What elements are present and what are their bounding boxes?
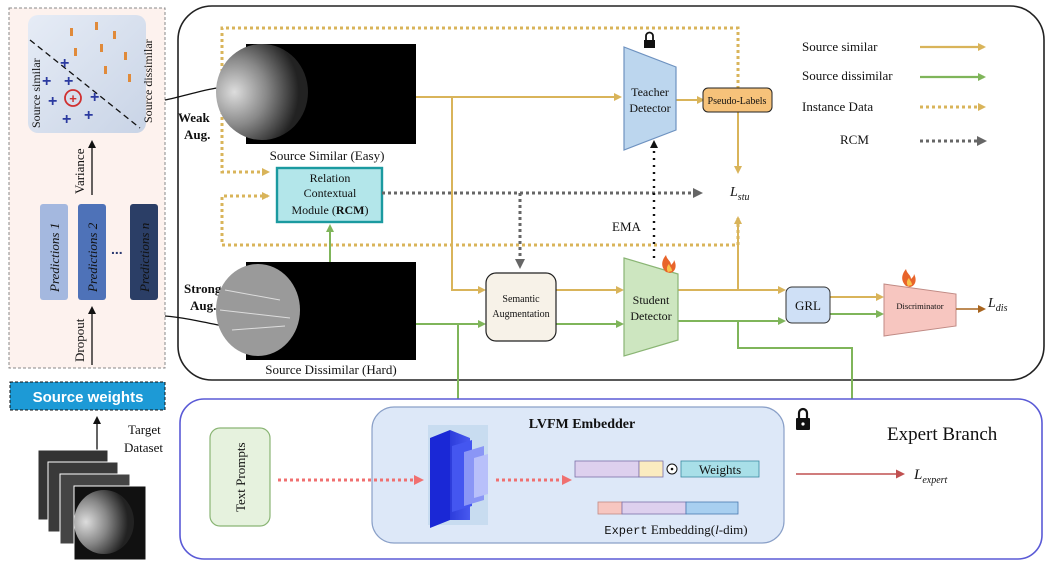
discriminator	[883, 283, 957, 337]
ema-label: EMA	[612, 219, 642, 234]
svg-text:+: +	[84, 107, 93, 124]
expert-embedding-label: Expert Embedding(l-dim)	[604, 522, 747, 538]
prediction-bar-n	[130, 204, 158, 300]
dissimilar-points	[70, 22, 131, 82]
strong-aug-label-2: Aug.	[190, 298, 216, 313]
source-weights-label: Source weights	[33, 389, 144, 406]
student-flame-icon	[662, 255, 676, 273]
grl-box	[785, 286, 831, 324]
left-panel: + + + + + + + + Source similar Source di…	[8, 7, 166, 561]
weak-aug-label-2: Aug.	[184, 127, 210, 142]
student-label-2: Detector	[630, 309, 671, 323]
strong-aug-label-1: Strong	[184, 281, 222, 296]
rcm-line-2: Contextual	[304, 186, 357, 200]
source-dissimilar-caption: Source Dissimilar (Hard)	[265, 362, 396, 377]
rcm-line-3: Module (RCM)	[292, 203, 369, 217]
scatter-dissimilar-label: Source dissimilar	[141, 39, 155, 123]
lvfm-lock-icon	[796, 407, 810, 430]
svg-text:+: +	[64, 73, 73, 90]
highlighted-point	[64, 89, 82, 107]
student-label-1: Student	[633, 293, 670, 307]
embedding-segment-1	[574, 460, 640, 478]
pseudo-labels-box	[702, 87, 773, 113]
svg-text:+: +	[48, 93, 57, 110]
l-dis-loss: Ldis	[987, 296, 1008, 314]
teacher-lock-icon	[644, 31, 655, 48]
embedding-segment-2	[638, 460, 664, 478]
dropout-label: Dropout	[72, 318, 87, 362]
discriminator-flame-icon	[902, 269, 916, 287]
prediction-ellipsis: ...	[111, 241, 123, 257]
rcm-flow-lines	[382, 188, 703, 269]
rcm-box	[275, 166, 384, 224]
weights-box	[680, 460, 760, 478]
encoder-blocks	[428, 425, 488, 528]
teacher-label-2: Detector	[629, 101, 670, 115]
scatter-box	[28, 15, 146, 133]
legend: Source similar Source dissimilar Instanc…	[802, 39, 987, 147]
source-similar-flow	[416, 93, 884, 301]
legend-instance-data: Instance Data	[802, 99, 873, 114]
svg-text:+: +	[62, 111, 71, 128]
target-dataset-stack	[37, 449, 147, 561]
text-prompts-box	[209, 427, 271, 527]
target-dataset-label-2: Dataset	[124, 440, 163, 455]
lvfm-label: LVFM Embedder	[529, 417, 635, 432]
prediction-bar-1	[40, 204, 68, 300]
legend-source-similar: Source similar	[802, 39, 878, 54]
rcm-line-1: Relation	[310, 171, 351, 185]
text-prompts-label: Text Prompts	[233, 442, 248, 512]
l-stu-loss: Lstu	[729, 185, 749, 203]
svg-text:+: +	[90, 89, 99, 106]
legend-source-dissimilar: Source dissimilar	[802, 68, 893, 83]
student-detector	[623, 257, 679, 357]
svg-text:+: +	[60, 55, 69, 72]
teacher-detector	[623, 46, 677, 151]
scatter-similar-label: Source similar	[29, 58, 43, 128]
prediction-1-label: Predictions 1	[47, 223, 62, 293]
expert-embedding-segment-1	[597, 501, 623, 515]
source-weights-box	[9, 381, 166, 411]
prediction-2-label: Predictions 2	[85, 222, 100, 293]
legend-rcm: RCM	[840, 132, 869, 147]
semantic-label-2: Augmentation	[492, 309, 549, 320]
expert-embedding-segment-2	[621, 501, 687, 515]
source-similar-caption: Source Similar (Easy)	[270, 148, 385, 163]
prediction-bar-2	[78, 204, 106, 300]
semantic-augmentation-box	[485, 272, 557, 342]
teacher-label-1: Teacher	[631, 85, 669, 99]
svg-text:+: +	[42, 73, 51, 90]
discriminator-label: Discriminator	[896, 301, 943, 311]
expert-embedding-segment-3	[685, 501, 739, 515]
scatter-divider	[29, 39, 141, 129]
prediction-n-label: Predictions n	[137, 223, 152, 293]
l-expert-loss: Lexpert	[913, 467, 948, 486]
variance-label: Variance	[72, 148, 87, 194]
weak-aug-label-1: Weak	[178, 110, 211, 125]
weights-label: Weights	[699, 462, 741, 477]
grl-label: GRL	[795, 298, 821, 313]
pseudo-labels-label: Pseudo-Labels	[708, 96, 767, 107]
semantic-label-1: Semantic	[502, 294, 540, 305]
target-dataset-label-1: Target	[128, 422, 161, 437]
similar-points: + + + + + + +	[42, 55, 99, 128]
svg-text:+: +	[69, 91, 77, 106]
expert-branch-title: Expert Branch	[887, 424, 998, 445]
